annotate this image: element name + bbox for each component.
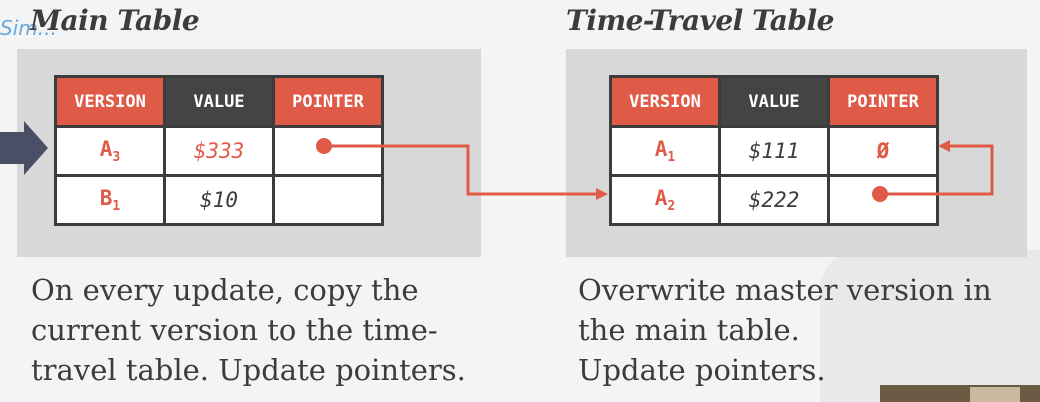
caption-line: On every update, copy the <box>31 273 419 307</box>
value-cell: $333 <box>163 125 275 177</box>
header-version: VERSION <box>609 75 721 128</box>
caption-line: Update pointers. <box>578 353 826 387</box>
pointer-arrow-a2-to-a1 <box>880 144 994 196</box>
version-cell: B1 <box>54 174 166 226</box>
version-subscript: 1 <box>667 150 676 166</box>
version-label: A <box>654 185 668 210</box>
version-cell: A3 <box>54 125 166 177</box>
right-caption: Overwrite master version in the main tab… <box>578 270 992 390</box>
version-cell: A2 <box>609 174 721 226</box>
time-travel-table-title: Time-Travel Table <box>566 4 834 37</box>
caption-line: the main table. <box>578 313 800 347</box>
header-pointer: POINTER <box>272 75 384 128</box>
time-travel-table: VERSION VALUE POINTER A1 $111 Ø A2 $222 <box>609 75 939 226</box>
version-subscript: 3 <box>112 150 121 166</box>
header-value: VALUE <box>163 75 275 128</box>
version-label: A <box>99 136 113 161</box>
pointer-dot <box>872 186 888 202</box>
caption-line: travel table. Update pointers. <box>31 353 466 387</box>
arrowhead-icon <box>938 140 950 152</box>
arrowhead-icon <box>596 188 608 200</box>
caption-line: Overwrite master version in <box>578 273 992 307</box>
main-table-title: Main Table <box>30 4 200 37</box>
caption-line: current version to the time- <box>31 313 438 347</box>
value-cell: $222 <box>718 174 830 226</box>
pointer-cell-null: Ø <box>827 125 939 177</box>
main-table: VERSION VALUE POINTER A3 $333 B1 $10 <box>54 75 384 226</box>
background-shape <box>820 250 1040 402</box>
version-subscript: 1 <box>112 199 121 215</box>
version-subscript: 2 <box>667 199 676 215</box>
left-caption: On every update, copy the current versio… <box>31 270 466 390</box>
value-cell: $111 <box>718 125 830 177</box>
table-row: A3 $333 <box>54 125 384 177</box>
version-label: A <box>654 136 668 161</box>
watermark-logo: Sim... <box>0 16 57 40</box>
version-label: B <box>99 185 113 210</box>
video-thumbnail <box>880 385 1040 402</box>
version-cell: A1 <box>609 125 721 177</box>
pointer-cell <box>827 174 939 226</box>
header-pointer: POINTER <box>827 75 939 128</box>
pointer-arrow-main-to-time-travel <box>324 144 596 196</box>
value-cell: $10 <box>163 174 275 226</box>
current-row-arrow-icon <box>0 121 48 175</box>
table-row: A1 $111 Ø <box>609 125 939 177</box>
table-row: B1 $10 <box>54 174 384 226</box>
pointer-cell <box>272 174 384 226</box>
header-value: VALUE <box>718 75 830 128</box>
main-table-header-row: VERSION VALUE POINTER <box>54 75 384 128</box>
time-travel-header-row: VERSION VALUE POINTER <box>609 75 939 128</box>
pointer-dot <box>316 138 332 154</box>
table-row: A2 $222 <box>609 174 939 226</box>
header-version: VERSION <box>54 75 166 128</box>
